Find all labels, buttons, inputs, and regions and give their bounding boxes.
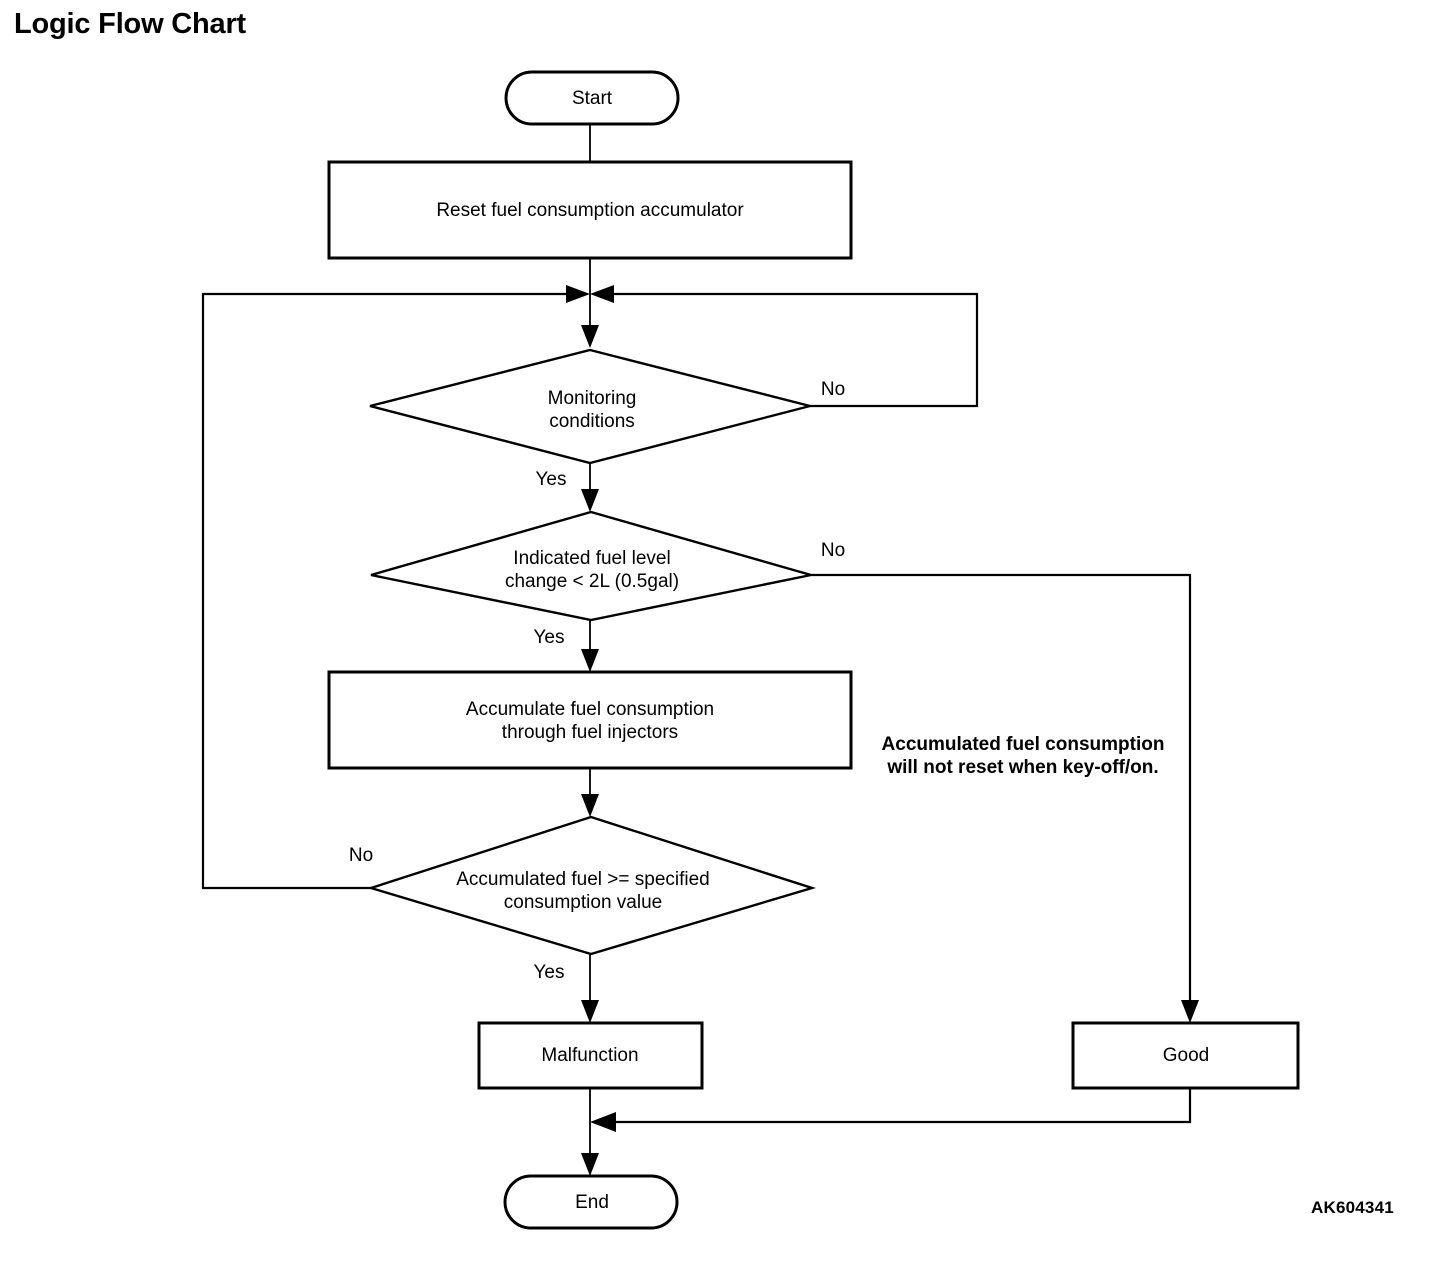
node-reset-label: Reset fuel consumption accumulator [436, 200, 744, 221]
node-malfunction-label: Malfunction [541, 1045, 638, 1066]
node-monitoring-label-line1: Monitoring [548, 388, 637, 409]
node-accumulate-label-line2: through fuel injectors [502, 722, 678, 743]
branch-label-threshold-yes: Yes [534, 962, 565, 983]
edge-threshold-no-loopback [201, 285, 590, 890]
node-end[interactable]: End [503, 1174, 679, 1230]
edge-good-to-end [590, 1088, 1192, 1132]
page-title: Logic Flow Chart [14, 8, 247, 40]
node-start-label: Start [572, 88, 613, 109]
branch-label-fuellevel-no: No [821, 540, 845, 561]
node-fuellevel-label-line1: Indicated fuel level [513, 548, 670, 569]
node-good[interactable]: Good [1071, 1021, 1300, 1090]
branch-label-threshold-no: No [349, 845, 373, 866]
edge-fuellevel-yes [581, 620, 599, 672]
node-monitoring-label-line2: conditions [549, 411, 635, 432]
node-threshold-label-line1: Accumulated fuel >= specified [456, 869, 710, 890]
edge-accumulate-to-threshold [581, 768, 599, 817]
annotation-accumulator-note: Accumulated fuel consumption will not re… [882, 734, 1165, 778]
branch-label-fuellevel-yes: Yes [534, 627, 565, 648]
edge-fuellevel-no-to-good [811, 573, 1199, 1023]
edge-reset-to-junction [581, 258, 599, 348]
node-indicated-fuel-level[interactable]: Indicated fuel level change < 2L (0.5gal… [370, 510, 812, 622]
node-good-label: Good [1163, 1045, 1209, 1066]
edge-malfunction-to-end [581, 1088, 599, 1176]
node-end-label: End [575, 1192, 609, 1213]
node-fuellevel-label-line2: change < 2L (0.5gal) [505, 571, 679, 592]
node-threshold-label-line2: consumption value [504, 892, 662, 913]
branch-label-monitoring-yes: Yes [536, 469, 567, 490]
edge-threshold-yes-to-malfunction [581, 954, 599, 1023]
node-monitoring-conditions[interactable]: Monitoring conditions [369, 348, 811, 465]
node-accumulate-fuel[interactable]: Accumulate fuel consumption through fuel… [327, 670, 853, 770]
node-start[interactable]: Start [504, 70, 680, 126]
figure-id-code: AK604341 [1311, 1198, 1394, 1217]
annotation-line1: Accumulated fuel consumption [882, 734, 1165, 755]
annotation-line2: will not reset when key-off/on. [886, 757, 1158, 778]
node-accumulate-label-line1: Accumulate fuel consumption [466, 699, 714, 720]
node-malfunction[interactable]: Malfunction [477, 1021, 704, 1090]
branch-label-monitoring-no: No [821, 379, 845, 400]
node-accumulated-threshold[interactable]: Accumulated fuel >= specified consumptio… [366, 815, 817, 956]
node-reset-accumulator[interactable]: Reset fuel consumption accumulator [327, 160, 853, 260]
edge-monitoring-yes [581, 463, 599, 512]
edge-monitoring-no-loopback [590, 285, 979, 408]
